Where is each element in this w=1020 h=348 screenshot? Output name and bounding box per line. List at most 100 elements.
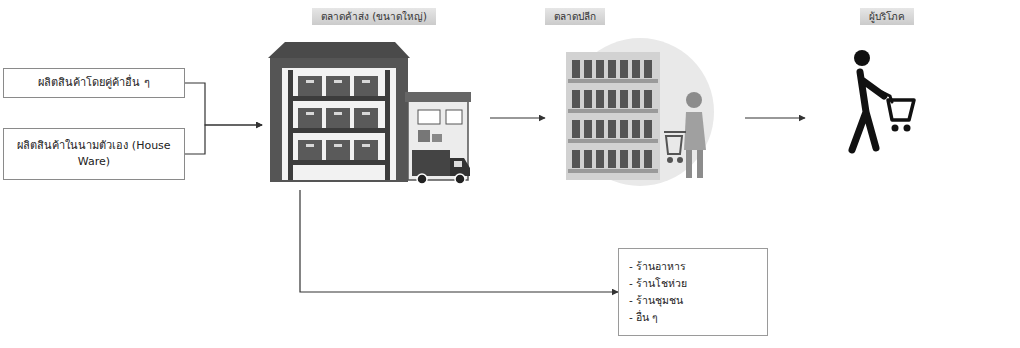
- illustration-part-part: [644, 150, 652, 168]
- illustration-part-part: [620, 90, 628, 108]
- illustration-part-part: [334, 112, 342, 115]
- retail-illustration-part: [667, 157, 673, 163]
- consumer-icon-part: [852, 72, 884, 150]
- illustration-part-part: [334, 144, 342, 147]
- illustration-part-part: [306, 112, 314, 115]
- illustration-part-part: [596, 120, 604, 138]
- warehouse-illustration-part: [412, 150, 450, 176]
- illustration-part-part: [568, 109, 658, 113]
- illustration-part-part: [584, 90, 592, 108]
- illustration-part-part: [620, 150, 628, 168]
- list-item: - ร้านอาหาร: [629, 258, 757, 275]
- retail-illustration-part: [684, 112, 706, 150]
- illustration-part-part: [354, 140, 378, 160]
- illustration-part-part: [608, 60, 616, 78]
- flow-arrow: [745, 117, 805, 118]
- illustration-part: [572, 60, 652, 168]
- warehouse-illustration-part: [270, 58, 408, 182]
- outlet-list-box: - ร้านอาหาร- ร้านโชห่วย- ร้านชุมชน- อื่น…: [618, 248, 768, 336]
- retail-stage: ตลาดปลีก: [545, 5, 745, 190]
- illustration-part-part: [568, 139, 658, 143]
- illustration-part-part: [620, 60, 628, 78]
- warehouse-illustration-part: [418, 110, 440, 124]
- illustration-part-part: [596, 90, 604, 108]
- retail-illustration-part: [686, 92, 702, 108]
- wholesale-stage: ตลาดค้าส่ง (ขนาดใหญ่): [262, 5, 490, 190]
- warehouse-illustration-part: [288, 96, 390, 101]
- consumer-stage: ผู้บริโภค: [805, 5, 925, 195]
- illustration-part-part: [354, 108, 378, 128]
- retail-illustration-part: [566, 38, 714, 186]
- illustration-part-part: [298, 108, 322, 128]
- illustration-part-part: [362, 112, 370, 115]
- retail-illustration-part: [677, 157, 683, 163]
- illustration-part-part: [632, 60, 640, 78]
- consumer-icon-part: [854, 50, 870, 66]
- illustration-part-part: [326, 140, 350, 160]
- consumer-icon: [852, 50, 914, 150]
- illustration-part-part: [568, 79, 658, 83]
- warehouse-illustration-part: [405, 92, 471, 102]
- illustration-part-part: [326, 76, 350, 96]
- list-item: - ร้านโชห่วย: [629, 275, 757, 292]
- box-label: ผลิตสินค้าในนามตัวเอง (House Ware): [12, 138, 176, 170]
- illustration-part-part: [298, 140, 322, 160]
- illustration-part-part: [572, 120, 580, 138]
- flow-arrow: [490, 117, 545, 118]
- warehouse-illustration-part: [455, 174, 465, 184]
- illustration-part-part: [632, 120, 640, 138]
- illustration-part-part: [584, 150, 592, 168]
- illustration-part-part: [584, 120, 592, 138]
- warehouse-illustration: [268, 42, 471, 184]
- list-item: - อื่น ๆ: [629, 309, 757, 326]
- flow-arrow: [185, 83, 262, 125]
- illustration-part-part: [362, 144, 370, 147]
- illustration-part-part: [644, 120, 652, 138]
- illustration-part-part: [362, 80, 370, 83]
- retail-illustration-part: [566, 52, 660, 180]
- flow-arrow: [300, 190, 618, 292]
- illustration-part: [568, 79, 658, 173]
- stage-header: ผู้บริโภค: [860, 8, 914, 25]
- illustration-part-part: [608, 150, 616, 168]
- warehouse-illustration-part: [288, 128, 390, 133]
- consumer-icon-part: [888, 100, 914, 120]
- warehouse-illustration-part: [418, 130, 430, 142]
- illustration-part-part: [608, 90, 616, 108]
- illustration-part-part: [596, 150, 604, 168]
- source-box: ผลิตสินค้าโดยคู่ค้าอื่น ๆ: [3, 68, 185, 98]
- retail-illustration-part: [664, 132, 686, 154]
- illustration-part-part: [608, 120, 616, 138]
- warehouse-illustration-part: [454, 161, 462, 167]
- illustration-part-part: [306, 80, 314, 83]
- warehouse-illustration-part: [282, 68, 396, 180]
- illustration-part-part: [644, 90, 652, 108]
- stage-header: ตลาดปลีก: [545, 8, 605, 25]
- illustration-part-part: [572, 90, 580, 108]
- warehouse-illustration-part: [446, 110, 462, 124]
- retail-illustration-part: [686, 150, 692, 178]
- illustration-part-part: [298, 76, 322, 96]
- illustration-part-part: [354, 76, 378, 96]
- illustration-part-part: [326, 108, 350, 128]
- illustration-part-part: [632, 150, 640, 168]
- source-box: ผลิตสินค้าในนามตัวเอง (House Ware): [3, 128, 185, 180]
- illustration-part-part: [644, 60, 652, 78]
- box-label: ผลิตสินค้าโดยคู่ค้าอื่น ๆ: [38, 75, 150, 91]
- warehouse-illustration-part: [417, 174, 427, 184]
- consumer-icon-part: [904, 125, 911, 132]
- illustration-part-part: [334, 80, 342, 83]
- illustration-part-part: [596, 60, 604, 78]
- consumer-icon-part: [892, 125, 899, 132]
- warehouse-illustration-part: [432, 134, 442, 142]
- illustration-part: [306, 80, 370, 147]
- flow-arrow: [185, 125, 262, 154]
- warehouse-illustration-part: [288, 160, 390, 165]
- illustration-part-part: [572, 60, 580, 78]
- stage-header: ตลาดค้าส่ง (ขนาดใหญ่): [312, 8, 436, 25]
- retail-illustration-part: [697, 150, 703, 178]
- illustration-part-part: [568, 169, 658, 173]
- warehouse-illustration-part: [268, 42, 410, 58]
- illustration-part-part: [584, 60, 592, 78]
